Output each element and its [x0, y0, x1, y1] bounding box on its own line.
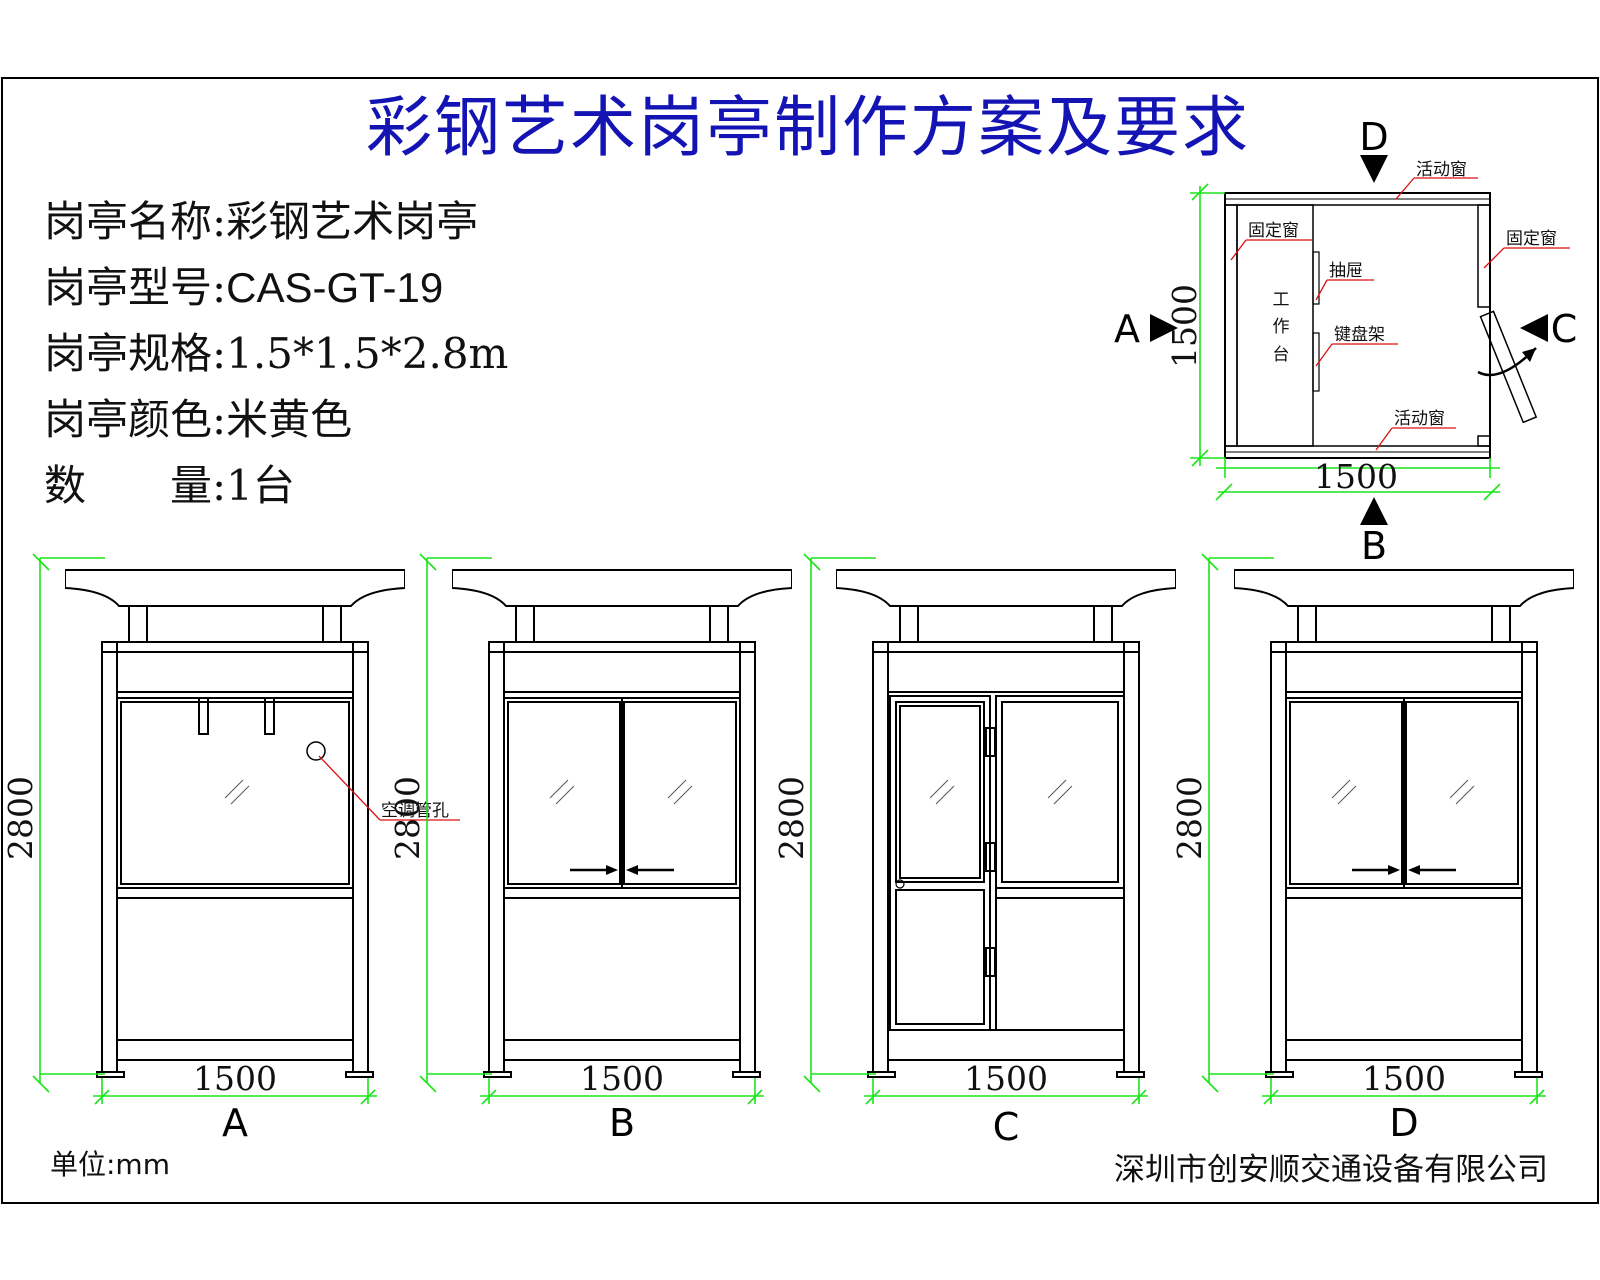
view-label: A [222, 1101, 248, 1145]
workbench-label-1: 工 [1273, 290, 1290, 310]
floor-plan: 工 作 台 1500 1500 D B A C 活动窗 [1114, 115, 1577, 568]
view-d-arrow [1360, 155, 1388, 183]
spec-size-row: 岗亭规格:1.5*1.5*2.8m [44, 329, 508, 378]
height-dim: 2800 [388, 776, 427, 860]
sheet-border [1, 77, 1599, 1204]
spec-quantity-row: 数 量:1台 [44, 461, 295, 510]
callout-fixed-window-right: 固定窗 [1506, 229, 1557, 249]
callout-fixed-window-left: 固定窗 [1248, 221, 1299, 241]
spec-label: 岗亭型号: [44, 263, 226, 312]
plan-width-dim: 1500 [1314, 457, 1398, 496]
lower-panel [116, 897, 354, 1061]
company-name: 深圳市创安顺交通设备有限公司 [1114, 1152, 1548, 1188]
width-dim: 1500 [580, 1059, 664, 1098]
drawing-title: 彩钢艺术岗亭制作方案及要求 [366, 89, 1250, 166]
callout-sliding-window-bottom: 活动窗 [1394, 409, 1445, 429]
view-label: D [1389, 1101, 1418, 1145]
plan-left-window [1224, 204, 1238, 447]
spec-color-row: 岗亭颜色:米黄色 [44, 395, 352, 444]
plan-keyboard-tray [1312, 332, 1320, 392]
callout-drawer: 抽屉 [1329, 261, 1363, 281]
spec-value: 米黄色 [226, 395, 352, 444]
door [889, 695, 991, 1031]
spec-label: 岗亭规格: [44, 329, 226, 378]
spec-label: 岗亭名称: [44, 197, 226, 246]
view-label: C [993, 1105, 1020, 1149]
view-c-arrow [1520, 314, 1548, 342]
elevation-c: 2800 1500 C [772, 553, 1176, 1149]
width-dim: 1500 [1362, 1059, 1446, 1098]
right-post [352, 641, 369, 1073]
workbench-label-3: 台 [1273, 345, 1290, 365]
ac-hole-callout: 空调管孔 [381, 801, 449, 821]
view-a-label: A [1114, 307, 1140, 351]
unit-note: 单位:mm [50, 1148, 170, 1181]
spec-model-row: 岗亭型号:CAS-GT-19 [44, 263, 443, 312]
view-b-arrow [1360, 497, 1388, 525]
spec-value: CAS-GT-19 [226, 264, 443, 311]
spec-value: 1台 [226, 461, 295, 510]
spec-value: 1.5*1.5*2.8m [226, 329, 508, 378]
height-dim: 2800 [772, 776, 811, 860]
fixed-window [116, 697, 354, 889]
view-label: B [609, 1101, 635, 1145]
view-a-arrow [1150, 314, 1178, 342]
workbench-label-2: 作 [1273, 317, 1290, 337]
width-dim: 1500 [193, 1059, 277, 1098]
view-b-label: B [1361, 524, 1387, 568]
spec-name-row: 岗亭名称:彩钢艺术岗亭 [44, 197, 478, 246]
plan-drawer [1312, 251, 1320, 305]
elevation-b: 2800 1500 B [388, 553, 792, 1145]
spec-value: 彩钢艺术岗亭 [226, 197, 478, 246]
elevation-d: 2800 1500 D [1170, 553, 1574, 1145]
view-c-label: C [1551, 307, 1578, 351]
spec-label: 岗亭颜色: [44, 395, 226, 444]
spec-label: 数 量: [44, 461, 226, 510]
ac-pipe-hole [306, 741, 326, 761]
width-dim: 1500 [964, 1059, 1048, 1098]
callout-keyboard-tray: 键盘架 [1334, 325, 1385, 345]
height-dim: 2800 [1170, 776, 1209, 860]
door-lock [895, 879, 905, 889]
spec-list: 岗亭名称:彩钢艺术岗亭 岗亭型号:CAS-GT-19 岗亭规格:1.5*1.5*… [44, 197, 508, 510]
height-dim: 2800 [1, 776, 40, 860]
header-panel [116, 651, 354, 693]
callout-sliding-window-top: 活动窗 [1416, 160, 1467, 180]
view-d-label: D [1359, 115, 1388, 159]
left-post [101, 641, 118, 1073]
plan-workbench [1236, 204, 1314, 447]
plan-door-leaf [1479, 310, 1538, 424]
elevation-a: 空调管孔 2800 1500 A [1, 553, 460, 1145]
plan-right-window [1477, 204, 1491, 308]
